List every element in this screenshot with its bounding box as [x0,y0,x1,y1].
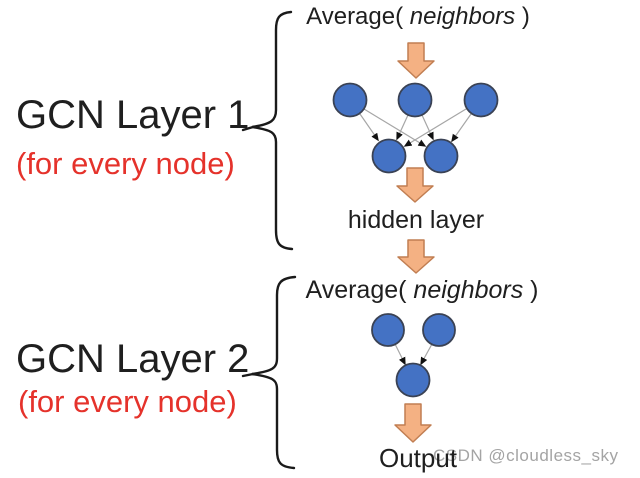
average-neighbors: neighbors [409,3,516,30]
edge [394,343,406,366]
layer2-title: GCN Layer 2 [16,337,250,381]
layer2-nodes [371,313,456,398]
down-arrow-icon [397,239,435,274]
down-arrow-icon [396,167,434,203]
brace-icon [251,275,297,470]
brace-tick [241,372,255,378]
edge [396,114,409,141]
layer2-average-label: Average( neighbors ) [282,276,562,305]
average-prefix: Average( [306,3,410,30]
edge [451,113,472,143]
average-prefix: Average( [305,276,414,304]
hidden-layer-label: hidden layer [347,206,485,234]
average-suffix: ) [523,276,539,304]
layer1-subtitle: (for every node) [16,146,235,181]
flow-arrows [394,42,435,443]
layer1-nodes [332,82,499,174]
hidden-node [371,138,407,174]
brace-tick [241,125,255,132]
layer2-brace [241,275,297,470]
input-node [397,82,433,118]
output-node [395,362,431,398]
edge [403,108,467,147]
watermark: CSDN @cloudless_sky [433,446,619,465]
average-suffix: ) [515,3,530,30]
average-neighbors: neighbors [413,276,524,304]
layer2-edges [394,343,433,366]
output-label: Output [378,443,458,473]
brace-icon [251,10,294,251]
hidden-node [423,138,459,174]
edge [421,114,434,141]
input-node [332,82,368,118]
layer1-brace [241,10,294,251]
down-arrow-icon [397,42,435,79]
layer1-average-label: Average( neighbors ) [280,3,556,31]
input-node [422,313,456,347]
down-arrow-icon [394,403,432,443]
layer1-edges [359,108,472,147]
edge [420,343,433,366]
layer1-title: GCN Layer 1 [16,93,250,137]
layer2-subtitle: (for every node) [18,384,237,419]
edge [359,113,379,142]
input-node [371,313,405,347]
input-node [463,82,499,118]
